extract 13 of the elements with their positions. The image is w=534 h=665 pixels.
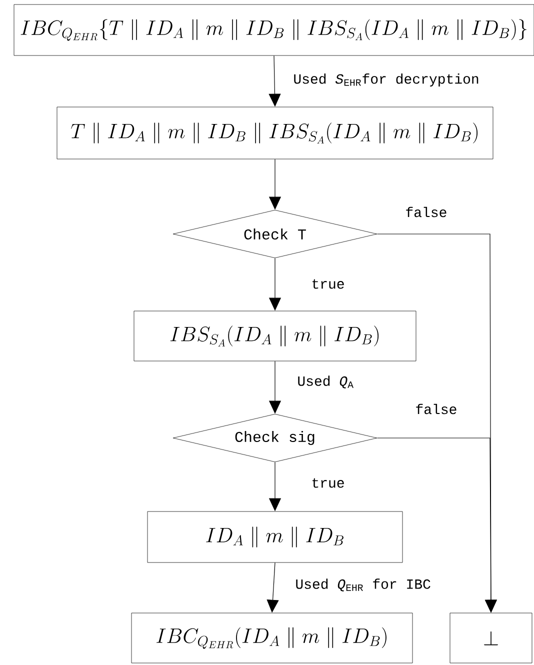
edge-label: true <box>310 477 346 489</box>
process-box: $IBS_{S_A}(ID_A \parallel m \parallel ID_B)$ <box>134 310 416 362</box>
process-box: $IBC_{Q_{EHR}}\{T \parallel ID_A \parallel m \parallel ID_B \parallel IBS_{S_A}(ID_A \parallel m \parallel ID_B)\}$ <box>14 4 534 56</box>
process-box: $T \parallel ID_A \parallel m \parallel ID_B \parallel IBS_{S_A}(ID_A \parallel m \parallel ID_B)$ <box>56 106 494 160</box>
edge-label: Used Q$_{A}$ <box>296 374 355 390</box>
edge-label: Used Q$_{EHR}$ for IBC <box>294 578 432 592</box>
edge-label: false <box>404 206 448 218</box>
edge-label: Used S$_{EHR}$for decryption <box>292 72 480 88</box>
process-box: $IBC_{Q_{EHR}}(ID_A \parallel m \parallel ID_B)$ <box>131 612 413 664</box>
edge-label: false <box>414 402 458 416</box>
process-box: $ID_A \parallel m \parallel ID_B$ <box>147 511 403 563</box>
process-box: $\perp$ <box>450 612 532 664</box>
edge-label: true <box>310 278 346 290</box>
